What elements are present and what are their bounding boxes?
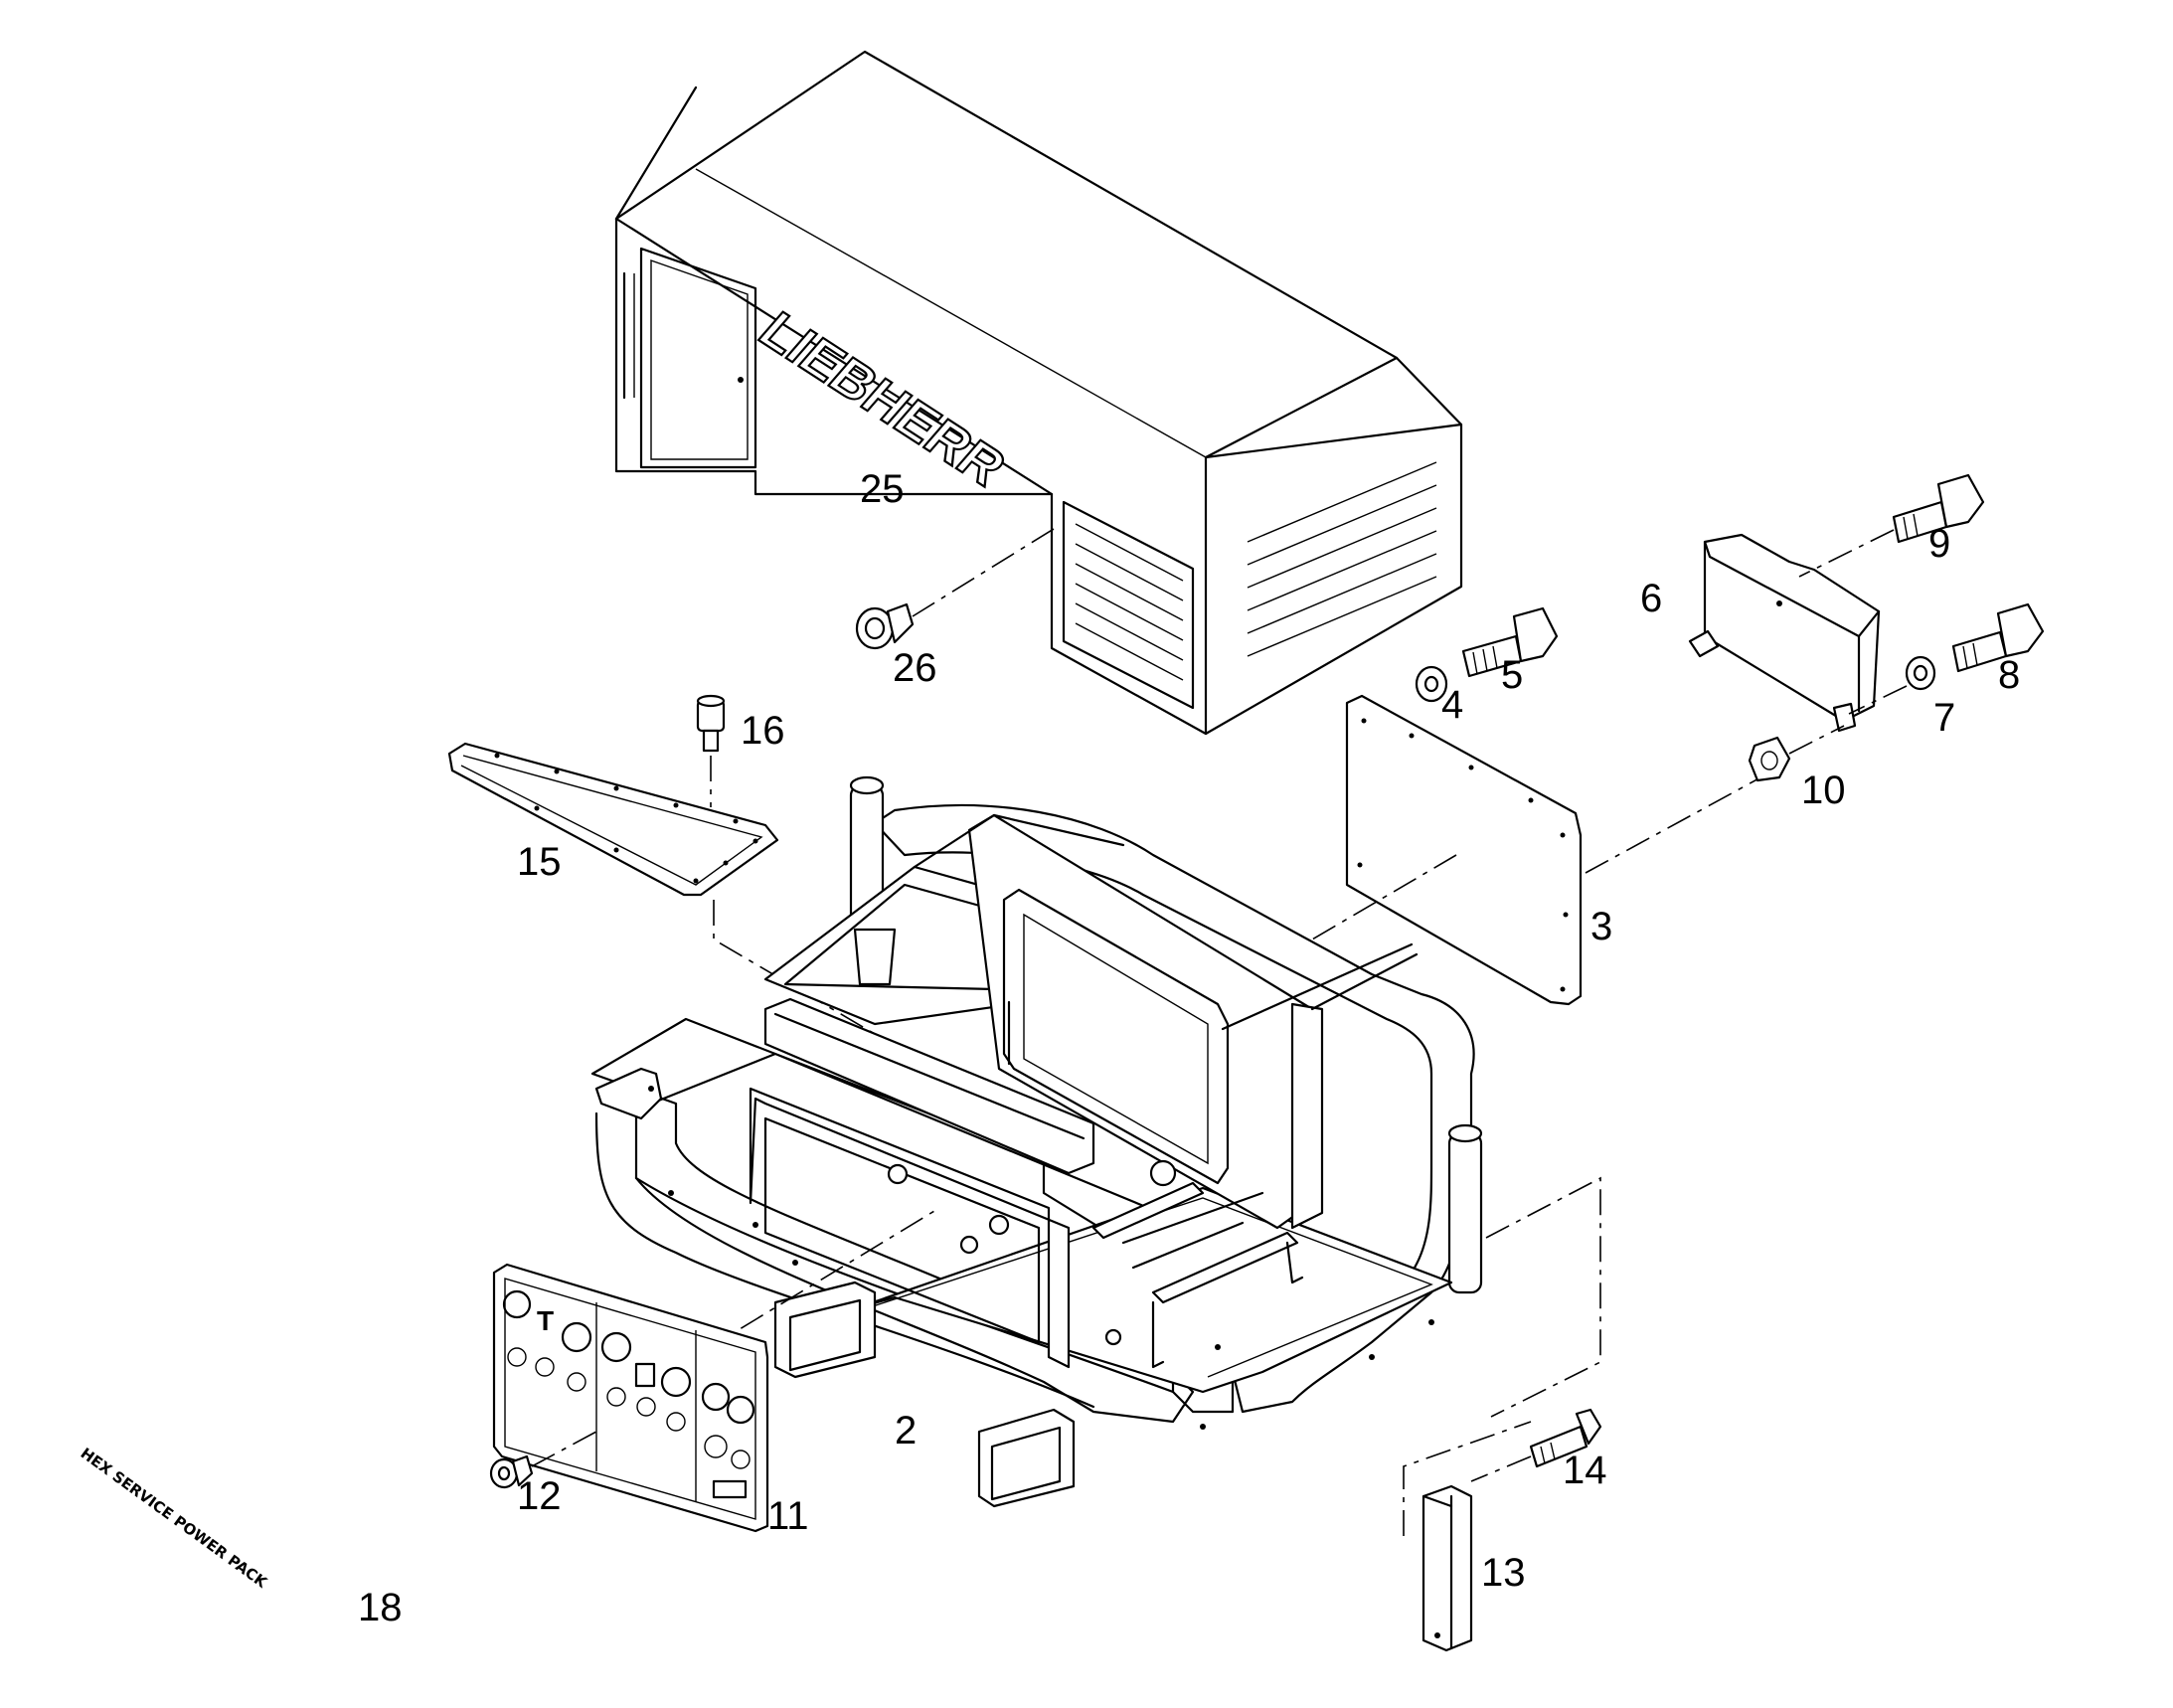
engine-hood-part-25[interactable]: LIEBHERR (614, 50, 1463, 736)
washer-part-7[interactable] (1905, 655, 1936, 691)
nut-part-10[interactable] (1748, 736, 1791, 782)
side-panel-part-3[interactable] (1345, 694, 1583, 1006)
callout-14: 14 (1563, 1449, 1607, 1492)
bolt-part-5[interactable] (1461, 606, 1559, 678)
callout-10: 10 (1801, 769, 1846, 812)
callout-15: 15 (517, 840, 562, 884)
callout-9: 9 (1928, 522, 1950, 566)
decal-part-18[interactable]: HEX SERVICE POWER PACK (78, 1445, 271, 1593)
callout-2: 2 (895, 1409, 917, 1452)
base-frame-part-2[interactable] (590, 775, 1483, 1508)
control-panel-part-11[interactable]: T (492, 1263, 769, 1533)
bolt-part-14[interactable] (1529, 1408, 1602, 1468)
washer-part-4[interactable] (1415, 665, 1448, 703)
svg-text:T: T (537, 1305, 554, 1336)
callout-4: 4 (1441, 683, 1463, 727)
callout-6: 6 (1640, 577, 1662, 620)
bar-part-13[interactable] (1421, 1484, 1473, 1652)
hood-fastener-part-26[interactable] (855, 602, 915, 650)
callout-5: 5 (1501, 653, 1523, 697)
decal-text: HEX SERVICE POWER PACK (78, 1445, 271, 1593)
bolt-part-9[interactable] (1892, 473, 1985, 544)
callout-3: 3 (1590, 905, 1612, 948)
bolt-part-8[interactable] (1951, 602, 2045, 673)
cover-plate-part-15[interactable] (447, 742, 779, 897)
callout-25: 25 (860, 467, 905, 511)
cap-screw-part-16[interactable] (696, 694, 726, 753)
callout-16: 16 (741, 709, 785, 753)
callout-18: 18 (358, 1586, 403, 1629)
bracket-box-part-6[interactable] (1688, 533, 1881, 733)
hood-end-louvres (1247, 461, 1437, 657)
callout-labels: 2 3 4 5 6 7 8 9 10 11 12 13 14 15 16 18 … (358, 467, 2020, 1629)
callout-8: 8 (1998, 653, 2020, 697)
callout-7: 7 (1933, 696, 1955, 740)
callout-13: 13 (1481, 1551, 1526, 1595)
callout-26: 26 (893, 646, 937, 690)
screw-part-12[interactable] (489, 1454, 534, 1489)
callout-12: 12 (517, 1474, 562, 1518)
callout-11: 11 (767, 1494, 809, 1538)
hood-side-louvres (1062, 500, 1195, 710)
